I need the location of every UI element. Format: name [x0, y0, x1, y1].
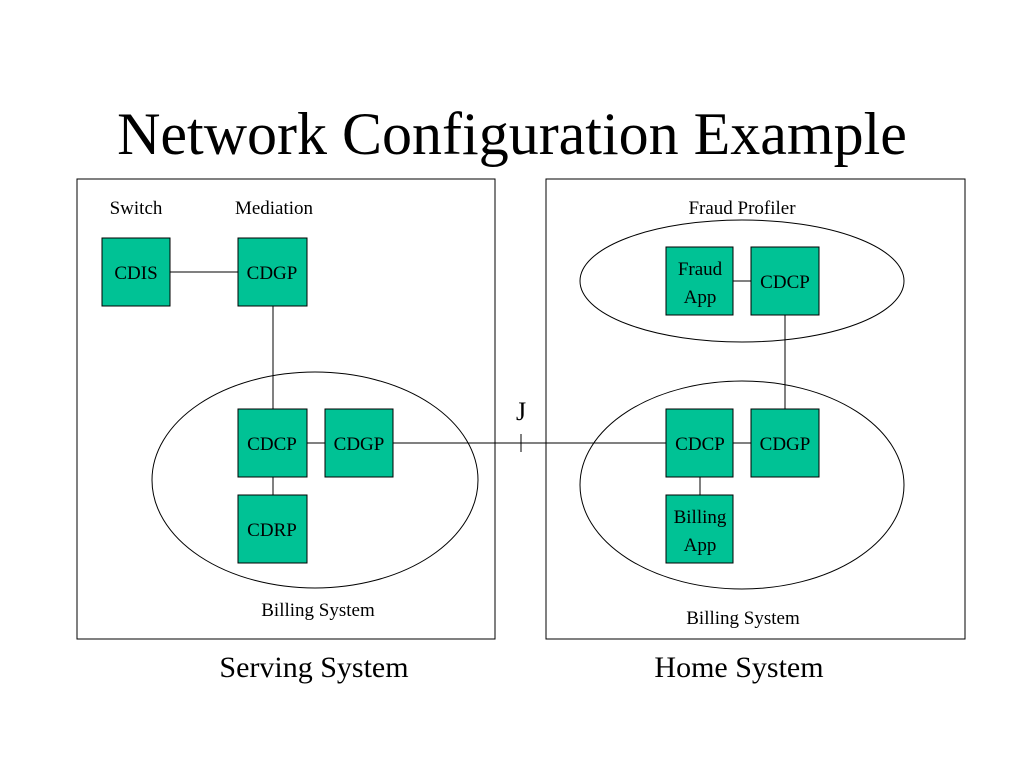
billing-app-label-line2: App — [684, 535, 717, 556]
fraud-app-label-line1: Fraud — [678, 259, 723, 280]
fraud-app-node: Fraud App — [665, 246, 734, 316]
mediation-cdgp-label: CDGP — [247, 263, 298, 284]
cdrp-node: CDRP — [237, 494, 308, 564]
billing-app-label-line1: Billing — [674, 507, 727, 528]
serving-system-border — [76, 178, 496, 640]
slide-title: Network Configuration Example — [117, 101, 907, 167]
cdis-label: CDIS — [114, 263, 157, 284]
billing-app-node: Billing App — [665, 494, 734, 564]
fraud-cdcp-node: CDCP — [750, 246, 820, 316]
home-cdgp-node: CDGP — [750, 408, 820, 478]
serving-system-panel: Switch Mediation CDIS CDGP CDCP CDGP CDR… — [76, 178, 496, 640]
mediation-cdgp-node: CDGP — [237, 237, 308, 307]
fraud-app-label-line2: App — [684, 287, 717, 308]
cdrp-label: CDRP — [247, 520, 297, 541]
home-cdcp-label: CDCP — [675, 434, 725, 455]
home-system-border — [545, 178, 966, 640]
serving-billing-system-ellipse — [151, 371, 479, 589]
fraud-profiler-label: Fraud Profiler — [688, 198, 796, 219]
home-system-panel: Fraud Profiler Fraud App CDCP CDCP CDGP — [545, 178, 966, 640]
serving-cdgp-node: CDGP — [324, 408, 394, 478]
switch-label: Switch — [110, 198, 163, 219]
home-system-caption: Home System — [654, 651, 823, 684]
home-cdgp-label: CDGP — [760, 434, 811, 455]
j-interface-label: J — [516, 397, 526, 426]
fraud-profiler-ellipse — [579, 219, 905, 343]
home-billing-system-ellipse — [579, 380, 905, 590]
serving-system-caption: Serving System — [219, 651, 408, 684]
serving-cdcp-node: CDCP — [237, 408, 308, 478]
mediation-label: Mediation — [235, 198, 314, 219]
home-cdcp-node: CDCP — [665, 408, 734, 478]
home-billing-system-label: Billing System — [686, 608, 800, 629]
serving-billing-system-label: Billing System — [261, 600, 375, 621]
j-interface-link: J — [393, 397, 666, 452]
serving-cdgp-label: CDGP — [334, 434, 385, 455]
serving-cdcp-label: CDCP — [247, 434, 297, 455]
fraud-cdcp-label: CDCP — [760, 272, 810, 293]
cdis-node: CDIS — [101, 237, 171, 307]
